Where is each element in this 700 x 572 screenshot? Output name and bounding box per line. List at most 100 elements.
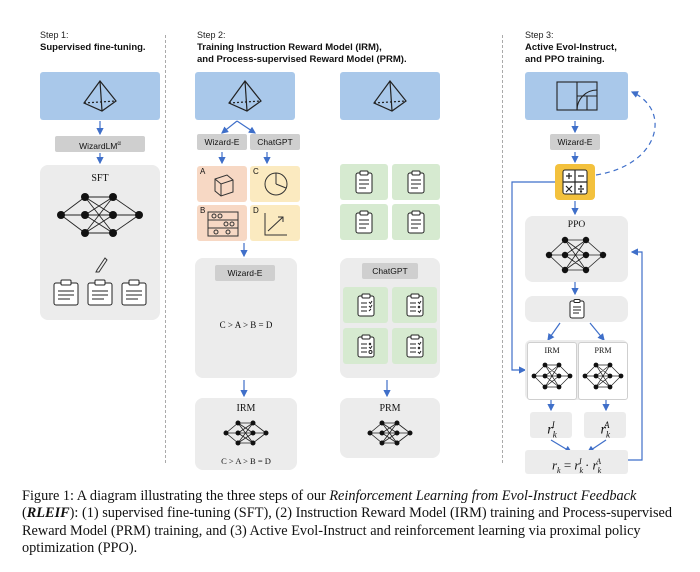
step1-model-tag: WizardLMα xyxy=(55,136,145,152)
option-a-letter: A xyxy=(200,167,206,176)
sft-label: SFT xyxy=(91,173,109,184)
formula-r2-sup: A xyxy=(596,457,602,466)
step3-irm-tile: IRM xyxy=(527,342,577,400)
caption-part3: ): (1) supervised fine-tuning (SFT), (2)… xyxy=(22,505,672,557)
formula-r2-sub: k xyxy=(597,465,602,475)
irm-reward-symbol: r xyxy=(547,422,553,438)
step3-wizard-tag: Wizard-E xyxy=(550,134,600,150)
arrow-s3-right-loop xyxy=(628,248,643,461)
figure-caption: Figure 1: A diagram illustrating the thr… xyxy=(22,488,682,558)
arrow-s2-split-left xyxy=(221,120,238,134)
arrow-s3-dashed xyxy=(595,91,656,176)
green-doc-3 xyxy=(340,204,388,240)
option-c-tile: C xyxy=(250,166,300,202)
checklist-icon xyxy=(357,334,374,358)
prm-reward-symbol: r xyxy=(600,422,606,438)
green-doc-4 xyxy=(392,204,440,240)
prm-network-icon xyxy=(367,420,413,446)
step2-title-line1: Training Instruction Reward Model (IRM), xyxy=(197,42,382,53)
step2-chatgpt-tag: ChatGPT xyxy=(250,134,300,150)
formula-dot: · xyxy=(581,457,593,473)
pyramid-icon xyxy=(228,80,262,112)
sft-network-icon xyxy=(57,193,143,237)
option-a-tile: A xyxy=(197,166,247,202)
step1-sft-panel: SFT xyxy=(40,165,160,320)
arrow-s3-e xyxy=(547,322,561,341)
step1-prompt-box xyxy=(40,72,160,120)
step3-number: Step 3: xyxy=(525,30,554,40)
step2-ranker-panel: Wizard-E C > A > B = D xyxy=(195,258,297,378)
option-b-tile: B xyxy=(197,205,247,241)
irm-reward-sub: k xyxy=(552,429,557,440)
checklist-icon xyxy=(357,293,374,317)
step1-model-sup: α xyxy=(117,141,121,147)
option-b-letter: B xyxy=(200,206,206,215)
clipboard-icon xyxy=(355,210,373,234)
green-doc-1 xyxy=(340,164,388,200)
caption-part1: Figure 1: A diagram illustrating the thr… xyxy=(22,488,330,504)
prm-label: PRM xyxy=(379,403,401,414)
pencil-icon xyxy=(95,257,108,273)
ppo-network-icon xyxy=(545,236,607,274)
arrow-s2-split-right xyxy=(236,120,256,134)
formula-lhs: r xyxy=(551,457,557,473)
prm-reward-sup: A xyxy=(603,420,610,430)
checked-doc-1 xyxy=(343,287,388,323)
step1-model-name: WizardLM xyxy=(79,140,118,151)
step2-right-prompt-box xyxy=(340,72,440,120)
formula-r1-sub: k xyxy=(579,465,584,475)
arrow-s3-left-loop xyxy=(511,181,555,374)
divider-2 xyxy=(502,35,503,463)
checklist-icon xyxy=(406,334,423,358)
step3-ppo-panel: PPO xyxy=(525,216,628,282)
checked-doc-4 xyxy=(392,328,437,364)
step3-title-line1: Active Evol-Instruct, xyxy=(525,42,617,53)
calculator-box xyxy=(555,164,595,200)
abacus-icon xyxy=(207,211,239,237)
combined-reward-formula: rk = rkI · rkA xyxy=(525,450,628,475)
step2-irm-panel: IRM C > A > B = D xyxy=(195,398,297,470)
green-doc-2 xyxy=(392,164,440,200)
prm-reward-sub: k xyxy=(605,429,610,440)
golden-spiral-icon xyxy=(555,81,598,111)
step1-number: Step 1: xyxy=(40,30,69,40)
caption-italic: Reinforcement Learning from Evol-Instruc… xyxy=(329,488,637,504)
calculator-icon xyxy=(562,169,588,195)
step2-chatgpt-judge-tag: ChatGPT xyxy=(362,263,418,279)
clipboard-icon xyxy=(355,170,373,194)
cube-icon xyxy=(214,174,234,197)
option-c-letter: C xyxy=(253,167,259,176)
irm-network-icon xyxy=(223,420,269,446)
prm-reward-box: rkA xyxy=(584,412,626,440)
step3-prm-tile: PRM xyxy=(578,342,628,400)
clipboard-icon xyxy=(569,299,584,319)
formula-eq: = xyxy=(560,457,575,473)
step3-irm-label: IRM xyxy=(544,346,560,355)
step3-irm-network-icon xyxy=(531,362,573,390)
arrow-s3-f xyxy=(589,322,605,341)
step1-arrows xyxy=(96,91,656,461)
step3-prm-network-icon xyxy=(582,362,624,390)
clipboard-icon xyxy=(407,170,425,194)
checked-doc-3 xyxy=(343,328,388,364)
pyramid-icon xyxy=(83,80,117,112)
step3-prm-label: PRM xyxy=(594,346,612,355)
step2-title-line2: and Process-supervised Reward Model (PRM… xyxy=(197,54,407,65)
divider-1 xyxy=(165,35,166,463)
irm-reward-sup: I xyxy=(551,420,555,430)
step3-prompt-box xyxy=(525,72,628,120)
step2-ranker-tag: Wizard-E xyxy=(215,265,275,281)
step3-response-box xyxy=(525,296,628,322)
step2-left-prompt-box xyxy=(195,72,295,120)
pie-chart-icon xyxy=(264,172,288,196)
clipboard-group-icon xyxy=(53,279,147,306)
checklist-icon xyxy=(406,293,423,317)
step2-ranking-text: C > A > B = D xyxy=(219,320,273,330)
ppo-label: PPO xyxy=(567,220,586,230)
formula-lhs-sub: k xyxy=(557,465,561,475)
pyramid-icon xyxy=(373,80,407,112)
option-d-tile: D xyxy=(250,205,300,241)
irm-reward-box: rkI xyxy=(530,412,572,440)
clipboard-icon xyxy=(407,210,425,234)
step2-number: Step 2: xyxy=(197,30,226,40)
